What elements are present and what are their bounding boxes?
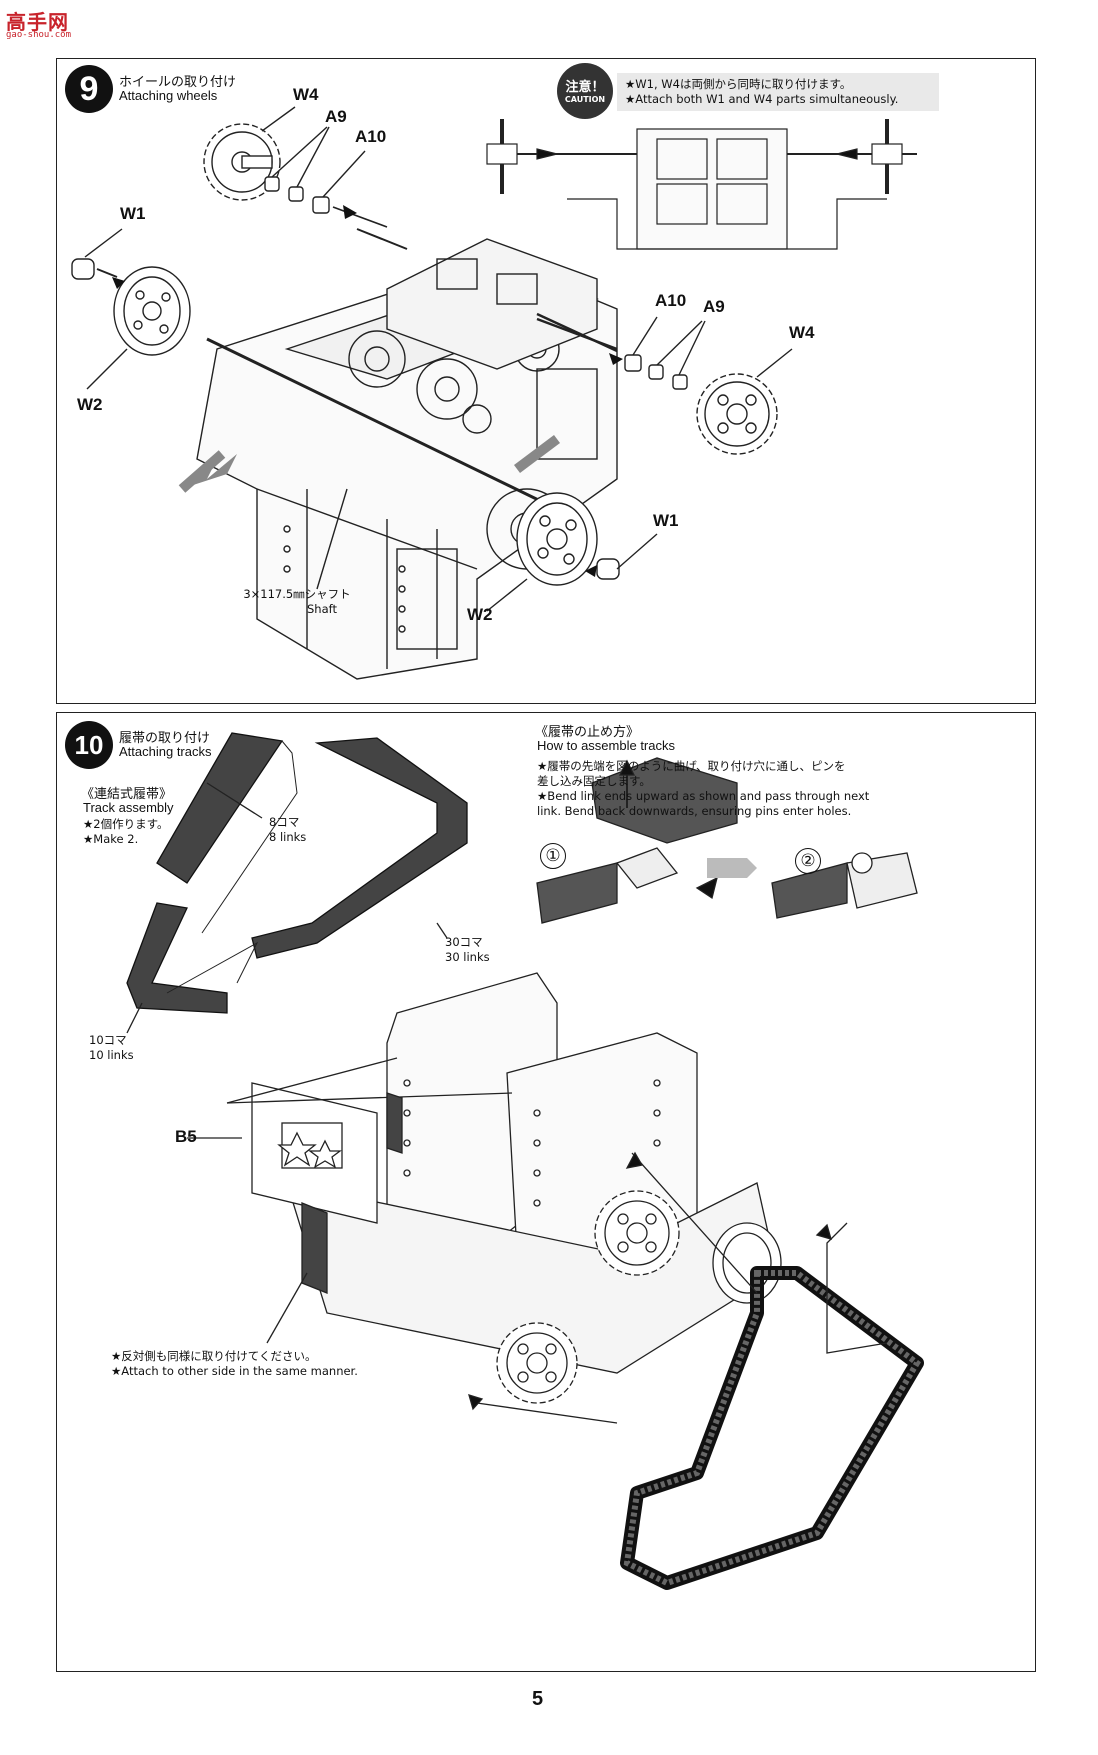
- links-30-ja: 30コマ: [445, 935, 483, 949]
- step-number: 9: [65, 65, 113, 113]
- links-10-ja: 10コマ: [89, 1033, 127, 1047]
- site-logo: 高手网: [6, 10, 69, 34]
- caution-badge: 注意！ CAUTION: [557, 63, 613, 119]
- label-a10-right: A10: [655, 291, 687, 310]
- other-side-en: ★Attach to other side in the same manner…: [111, 1364, 358, 1378]
- label-w1-left: W1: [120, 204, 146, 223]
- how-to-title-ja: 《履帯の止め方》: [535, 725, 640, 740]
- caution-line-ja: ★W1, W4は両側から同時に取り付けます。: [625, 77, 852, 91]
- shaft-label: 3×117.5㎜シャフト Shaft: [227, 587, 367, 617]
- label-a10-top: A10: [355, 127, 387, 146]
- label-a9-top: A9: [325, 107, 347, 126]
- track-assembly-title-en: Track assembly: [83, 800, 174, 815]
- how-to-ja-2: 差し込み固定します。: [537, 774, 651, 788]
- links-8-en: 8 links: [269, 830, 307, 844]
- page-number: 5: [532, 1688, 544, 1710]
- how-to-en-1: ★Bend link ends upward as shown and pass…: [537, 789, 870, 803]
- make-two-ja: ★2個作ります。: [83, 817, 169, 831]
- step-title-en: Attaching wheels: [119, 88, 218, 103]
- caution-note: ★W1, W4は両側から同時に取り付けます。 ★Attach both W1 a…: [617, 73, 939, 111]
- caution-badge-ja: 注意！: [565, 80, 605, 95]
- caution-line-en: ★Attach both W1 and W4 parts simultaneou…: [625, 92, 899, 106]
- label-w4-top: W4: [293, 85, 319, 104]
- site-url: gao-shou.com: [6, 30, 72, 40]
- links-10-en: 10 links: [89, 1048, 134, 1062]
- shaft-label-en: Shaft: [307, 602, 337, 616]
- label-w4-right: W4: [789, 323, 815, 342]
- links-8-label: 8コマ 8 links: [269, 815, 306, 845]
- label-a9-right: A9: [703, 297, 725, 316]
- shaft-label-ja: 3×117.5㎜シャフト: [243, 587, 351, 601]
- other-side-ja: ★反対側も同様に取り付けてください。: [111, 1349, 317, 1363]
- how-to-ja-1: ★履帯の先端を図のように曲げ、取り付け穴に通し、ピンを: [537, 759, 846, 773]
- step-title-ja: ホイールの取り付け: [119, 75, 237, 90]
- label-w2-left: W2: [77, 395, 103, 414]
- links-30-label: 30コマ 30 links: [445, 935, 490, 965]
- links-10-label: 10コマ 10 links: [89, 1033, 134, 1063]
- step-10-panel: 10 履帯の取り付け Attaching tracks 《履帯の止め方》 How…: [56, 712, 1036, 1672]
- how-to-en-2: link. Bend back downwards, ensuring pins…: [537, 804, 852, 818]
- label-w1-bottom: W1: [653, 511, 679, 530]
- make-two-note: ★2個作ります。 ★Make 2.: [83, 817, 168, 847]
- label-b5: B5: [175, 1127, 197, 1146]
- substep-1: ①: [540, 843, 566, 869]
- step-number: 10: [65, 721, 113, 769]
- track-assembly-title-ja: 《連結式履帯》: [81, 787, 173, 802]
- track-assembly-illustration: [126, 732, 924, 1590]
- how-to-instructions: ★履帯の先端を図のように曲げ、取り付け穴に通し、ピンを 差し込み固定します。 ★…: [537, 759, 869, 819]
- how-to-title-en: How to assemble tracks: [537, 738, 675, 753]
- substep-2: ②: [795, 848, 821, 874]
- wheel-assembly-illustration: [71, 106, 917, 680]
- step-title-ja: 履帯の取り付け: [119, 731, 211, 746]
- step-title-en: Attaching tracks: [119, 744, 212, 759]
- links-8-ja: 8コマ: [269, 815, 300, 829]
- make-two-en: ★Make 2.: [83, 832, 139, 846]
- other-side-note: ★反対側も同様に取り付けてください。 ★Attach to other side…: [111, 1349, 358, 1379]
- step-9-panel: 9 ホイールの取り付け Attaching wheels 注意！ CAUTION…: [56, 58, 1036, 704]
- label-w2-bottom: W2: [467, 605, 493, 624]
- links-30-en: 30 links: [445, 950, 490, 964]
- caution-badge-en: CAUTION: [564, 95, 606, 104]
